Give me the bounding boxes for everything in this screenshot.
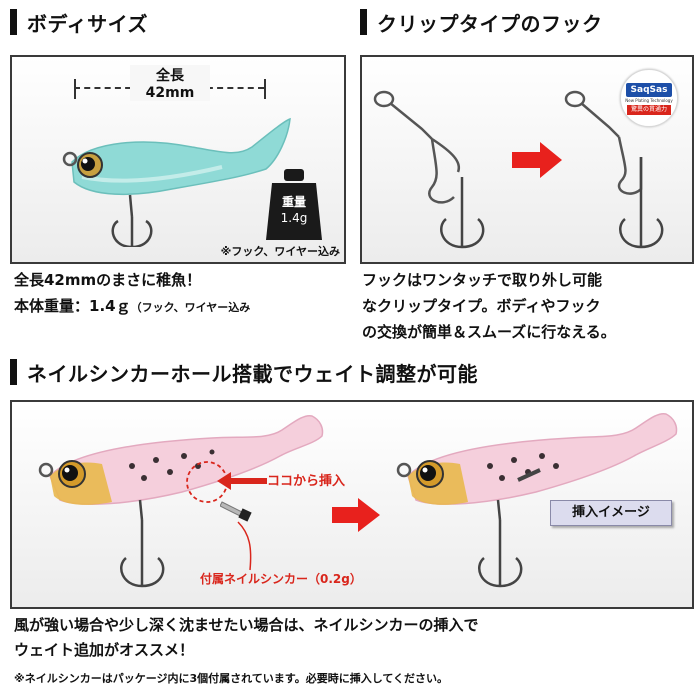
weight-icon	[266, 169, 322, 240]
weight-label: 重量	[281, 195, 306, 209]
nail-sinker-desc-line1: 風が強い場合や少し深く沈ませたい場合は、ネイルシンカーの挿入で	[14, 616, 479, 634]
clip-hook-open-image	[373, 90, 485, 249]
nail-sinker-panel: ココから挿入 付属ネイルシンカー（0.2g） 挿入イメージ	[10, 400, 694, 609]
nail-sinker-footnote: ※ネイルシンカーはパッケージ内に3個付属されています。必要時に挿入してください。	[14, 672, 449, 685]
clip-hook-desc-line3: の交換が簡単＆スムーズに行なえる。	[362, 323, 616, 341]
section-header-body-size: ボディサイズ	[10, 8, 148, 36]
nail-sinker-desc-line2: ウェイト追加がオススメ！	[14, 641, 195, 659]
clip-hook-closed-image	[564, 90, 664, 249]
saqsas-sub: New Plating Technology	[625, 98, 673, 103]
saqsas-brand: SaqSas	[626, 83, 672, 97]
sinker-leader-line	[237, 521, 252, 571]
body-size-note: ※フック、ワイヤー込み	[220, 245, 340, 258]
length-tick-left	[74, 79, 76, 99]
section-title: ネイルシンカーホール搭載でウェイト調整が可能	[27, 361, 478, 386]
saqsas-tag: 驚異の貫通力	[627, 105, 671, 115]
header-bar	[360, 9, 367, 35]
header-bar	[10, 9, 17, 35]
sinker-label: 付属ネイルシンカー（0.2g）	[200, 572, 362, 586]
pink-lure-inserted-image	[396, 412, 678, 588]
length-value: 42mm	[130, 85, 210, 101]
saqsas-badge: SaqSas New Plating Technology 驚異の貫通力	[620, 69, 678, 127]
arrow-left-icon	[217, 472, 267, 490]
body-weight-text: 本体重量：1.4ｇ	[14, 297, 131, 315]
header-bar	[10, 359, 17, 385]
section-title: クリップタイプのフック	[377, 11, 603, 36]
section-header-clip-hook: クリップタイプのフック	[360, 8, 603, 36]
nail-sinker-image	[220, 501, 252, 522]
weight-value: 1.4g	[280, 211, 308, 225]
arrow-right-icon	[332, 498, 380, 532]
clip-hook-panel: SaqSas New Plating Technology 驚異の貫通力	[360, 55, 694, 264]
body-size-desc-line2: 本体重量：1.4ｇ（フック、ワイヤー込み	[14, 292, 250, 322]
section-title: ボディサイズ	[27, 11, 148, 36]
section-header-nail-sinker: ネイルシンカーホール搭載でウェイト調整が可能	[10, 358, 478, 386]
body-size-panel: 全長 42mm 重量 1.4g ※フック、ワイヤー込み	[10, 55, 346, 264]
teal-lure-image	[62, 117, 291, 247]
arrow-right-icon	[512, 142, 562, 178]
body-weight-note: （フック、ワイヤー込み	[130, 301, 251, 314]
clip-hook-desc-line2: なクリップタイプ。ボディやフック	[362, 297, 601, 315]
insert-image-label: 挿入イメージ	[550, 500, 672, 526]
insert-here-label: ココから挿入	[267, 474, 346, 489]
clip-hook-desc-line1: フックはワンタッチで取り外し可能	[362, 271, 603, 289]
body-size-desc-line1: 全長42mmのまさに稚魚！	[14, 271, 202, 289]
length-tick-right	[264, 79, 266, 99]
length-label: 全長	[130, 65, 210, 85]
